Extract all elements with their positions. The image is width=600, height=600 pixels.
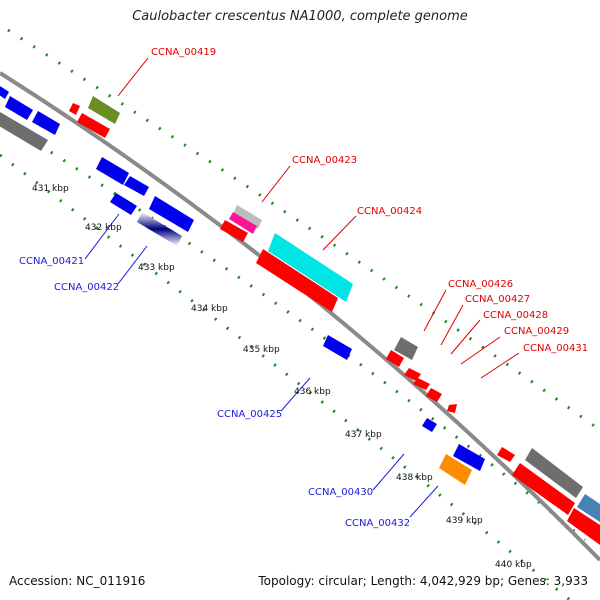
gene-feature: [386, 350, 404, 367]
gene-feature: [422, 418, 437, 432]
ruler-label: 433 kbp: [138, 263, 175, 273]
gene-feature: [220, 220, 248, 242]
gene-feature: [110, 193, 137, 215]
gene-feature: [96, 157, 129, 185]
gene-feature: [149, 196, 194, 232]
ruler-label: 431 kbp: [32, 184, 69, 194]
forward-features[interactable]: [0, 86, 600, 545]
inner-dotted-track: [0, 153, 571, 600]
ruler-label: 438 kbp: [396, 473, 433, 483]
gene-feature: [453, 444, 485, 471]
middle-dotted-track: [0, 118, 586, 542]
gene-label: CCNA_00427: [465, 294, 530, 305]
gene-label: CCNA_00425: [217, 409, 282, 420]
gene-label: CCNA_00419: [151, 47, 216, 58]
gene-label: CCNA_00432: [345, 518, 410, 529]
ruler-label: 434 kbp: [191, 304, 228, 314]
gene-label: CCNA_00431: [523, 343, 588, 354]
gene-feature: [124, 176, 149, 196]
map-title: Caulobacter crescentus NA1000, complete …: [132, 9, 468, 24]
gene-feature: [323, 335, 352, 360]
genome-summary-text: Topology: circular; Length: 4,042,929 bp…: [258, 574, 588, 588]
dotted-tracks: [0, 28, 600, 600]
accession-text: Accession: NC_011916: [9, 574, 146, 588]
gene-label: CCNA_00422: [54, 282, 119, 293]
gene-feature: [256, 249, 338, 312]
gene-feature: [567, 508, 600, 545]
gene-feature: [5, 96, 33, 120]
gene-feature: [525, 448, 583, 498]
gene-feature: [268, 233, 353, 302]
gene-feature: [394, 337, 418, 360]
gene-feature: [577, 494, 600, 522]
gene-label: CCNA_00424: [357, 206, 422, 217]
reverse-callouts: [84, 213, 439, 518]
gene-feature: [447, 404, 457, 413]
reverse-gene-labels[interactable]: CCNA_00421 CCNA_00422 CCNA_00425 CCNA_00…: [19, 256, 410, 529]
gene-feature: [439, 454, 472, 485]
ruler-label: 432 kbp: [85, 223, 122, 233]
ruler-label: 439 kbp: [446, 516, 483, 526]
reverse-features[interactable]: [0, 96, 485, 485]
gene-feature: [404, 368, 421, 381]
gene-label: CCNA_00421: [19, 256, 84, 267]
ruler-label: 436 kbp: [294, 387, 331, 397]
ruler-label: 437 kbp: [345, 430, 382, 440]
gene-label: CCNA_00428: [483, 310, 548, 321]
gene-feature: [77, 113, 110, 138]
gene-feature: [497, 447, 515, 462]
ruler-label: 435 kbp: [243, 345, 280, 355]
gene-feature: [88, 96, 120, 124]
gene-label: CCNA_00429: [504, 326, 569, 337]
gene-feature: [413, 378, 430, 390]
gene-feature: [512, 463, 575, 515]
gene-label: CCNA_00423: [292, 155, 357, 166]
gene-label: CCNA_00430: [308, 487, 373, 498]
gene-feature: [0, 112, 48, 151]
gene-feature: [32, 111, 60, 135]
gene-feature: [233, 205, 262, 229]
gene-feature: [137, 212, 182, 246]
gene-feature: [229, 212, 257, 234]
gene-feature: [0, 86, 9, 99]
gene-label: CCNA_00426: [448, 279, 513, 290]
ruler-labels: 431 kbp 432 kbp 433 kbp 434 kbp 435 kbp …: [32, 184, 532, 570]
forward-gene-labels[interactable]: CCNA_00419 CCNA_00423 CCNA_00424 CCNA_00…: [151, 47, 588, 354]
outer-dotted-track: [7, 28, 600, 432]
gene-feature: [426, 388, 442, 402]
forward-callouts: [117, 57, 520, 379]
gene-feature: [69, 103, 80, 115]
ruler-label: 440 kbp: [495, 560, 532, 570]
